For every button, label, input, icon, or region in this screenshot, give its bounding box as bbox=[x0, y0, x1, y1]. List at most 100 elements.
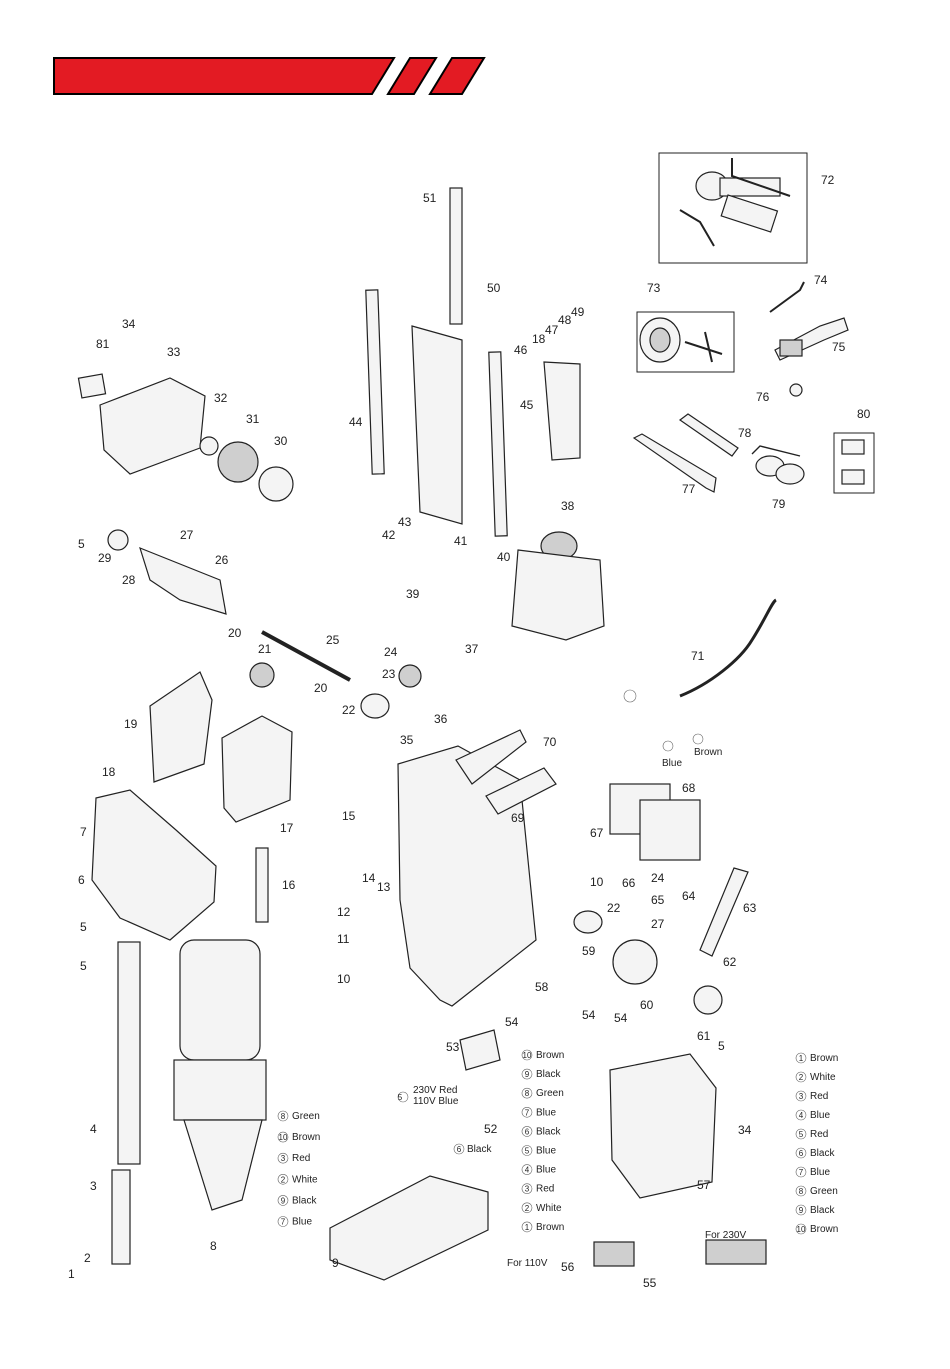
wire-label: Black bbox=[810, 1205, 835, 1216]
part-number-61: 61 bbox=[697, 1029, 711, 1043]
wire-number: 3 bbox=[281, 1154, 286, 1163]
wire-number: 6 bbox=[525, 1127, 530, 1136]
black-wire-label: Black bbox=[467, 1144, 492, 1155]
wire-bullet bbox=[795, 1071, 807, 1083]
part-number-50: 50 bbox=[487, 281, 501, 295]
wire-label: Black bbox=[536, 1126, 561, 1137]
part-number-8: 8 bbox=[210, 1239, 217, 1253]
wire-caption: For 110V bbox=[507, 1258, 548, 1269]
wire-bullet bbox=[521, 1087, 533, 1099]
chip-guard-part-6 bbox=[91, 789, 217, 941]
part-number-72: 72 bbox=[821, 173, 835, 187]
part-number-67: 67 bbox=[590, 826, 604, 840]
safety-glasses-part-79 bbox=[751, 445, 805, 485]
part-number-56: 56 bbox=[561, 1260, 575, 1274]
hex-key-part-74 bbox=[769, 281, 805, 313]
part-number-53: 53 bbox=[446, 1040, 460, 1054]
cable-chain-part-49 bbox=[543, 361, 581, 461]
wire-bullet bbox=[795, 1090, 807, 1102]
wire-number: 5 bbox=[525, 1147, 530, 1156]
gib-part-40 bbox=[488, 351, 508, 537]
cable-clamp-part-53 bbox=[459, 1029, 501, 1071]
part-number-26: 26 bbox=[215, 553, 229, 567]
part-number-42: 42 bbox=[382, 528, 396, 542]
strap-part-75 bbox=[774, 317, 849, 361]
part-number-10: 10 bbox=[337, 972, 351, 986]
wire-bullet bbox=[521, 1202, 533, 1214]
shaft-part-25 bbox=[261, 630, 351, 682]
part-number-69: 69 bbox=[511, 811, 525, 825]
part-number-19: 19 bbox=[124, 717, 138, 731]
wire-bullet bbox=[795, 1223, 807, 1235]
part-number-7: 7 bbox=[80, 825, 87, 839]
box-wire-number: 5 bbox=[398, 1093, 403, 1102]
part-number-24: 24 bbox=[384, 645, 398, 659]
part-number-14: 14 bbox=[362, 871, 376, 885]
part-number-71: 71 bbox=[691, 649, 705, 663]
wire-label: Brown bbox=[810, 1224, 838, 1235]
part-number-11: 11 bbox=[337, 932, 350, 946]
motor-housing-part-38 bbox=[511, 531, 605, 641]
gear-part-21 bbox=[249, 662, 275, 688]
accessory-box-80 bbox=[833, 432, 875, 494]
wire-number: 8 bbox=[525, 1089, 530, 1098]
wire-label: Blue bbox=[536, 1165, 556, 1176]
part-number-29: 29 bbox=[98, 551, 112, 565]
wire-number: 10 bbox=[523, 1051, 532, 1060]
wire-number: 9 bbox=[281, 1196, 286, 1205]
wire-number: 2 bbox=[799, 1073, 804, 1082]
part-number-23: 23 bbox=[382, 667, 396, 681]
part-number-45: 45 bbox=[520, 398, 534, 412]
wire-bullet bbox=[521, 1068, 533, 1080]
part-number-59: 59 bbox=[582, 944, 596, 958]
slide-part-41 bbox=[411, 325, 463, 525]
wire-number: 9 bbox=[525, 1070, 530, 1079]
part-number-70: 70 bbox=[543, 735, 557, 749]
part-number-54: 54 bbox=[614, 1011, 628, 1025]
wire-bullet bbox=[277, 1195, 289, 1206]
pilot-pin-part-78 bbox=[678, 413, 739, 457]
part-number-66: 66 bbox=[622, 876, 636, 890]
wire-label: Red bbox=[292, 1153, 310, 1164]
wire-number: 5 bbox=[799, 1130, 804, 1139]
part-number-5: 5 bbox=[80, 959, 87, 973]
connector-part-230v bbox=[705, 1239, 767, 1265]
part-number-63: 63 bbox=[743, 901, 757, 915]
bearing-part-30 bbox=[258, 466, 294, 502]
wire-label: Blue bbox=[810, 1110, 830, 1121]
part-number-4: 4 bbox=[90, 1122, 97, 1136]
part-number-3: 3 bbox=[90, 1179, 97, 1193]
wire-bullet bbox=[521, 1145, 533, 1156]
wire-bullet bbox=[521, 1183, 533, 1194]
electrical-box-part-57 bbox=[609, 1053, 717, 1199]
cover-plate-part-19 bbox=[149, 671, 213, 783]
gearbox-cover-part-33 bbox=[99, 377, 206, 475]
part-number-20: 20 bbox=[314, 681, 328, 695]
part-number-27: 27 bbox=[651, 917, 665, 931]
wire-bullet bbox=[795, 1166, 807, 1178]
wire-bullet bbox=[795, 1147, 807, 1159]
wire-number: 8 bbox=[799, 1187, 804, 1196]
header-banner bbox=[53, 57, 486, 95]
bushing-part-22 bbox=[360, 693, 390, 719]
part-number-27: 27 bbox=[180, 528, 194, 542]
wire-number: 1 bbox=[525, 1223, 530, 1232]
wire-label: Black bbox=[292, 1195, 317, 1206]
wire-caption: For 230V bbox=[705, 1230, 746, 1241]
part-callouts: 1234555567891010111213141516171818192020… bbox=[68, 173, 871, 1290]
wire-bullet bbox=[795, 1109, 807, 1121]
wire-bullet bbox=[521, 1107, 533, 1118]
part-number-40: 40 bbox=[497, 550, 511, 564]
wire-label: Green bbox=[810, 1186, 838, 1197]
wire-number: 2 bbox=[281, 1175, 286, 1184]
part-number-5: 5 bbox=[718, 1039, 725, 1053]
part-number-34: 34 bbox=[738, 1123, 752, 1137]
spindle-part-26 bbox=[139, 546, 227, 615]
wire-number: 7 bbox=[525, 1108, 530, 1117]
wire-number: 4 bbox=[525, 1166, 530, 1175]
banner-stripe-2 bbox=[428, 57, 486, 95]
clutch-part-60 bbox=[612, 939, 658, 985]
part-number-17: 17 bbox=[280, 821, 294, 835]
wire-label: Green bbox=[292, 1111, 320, 1122]
